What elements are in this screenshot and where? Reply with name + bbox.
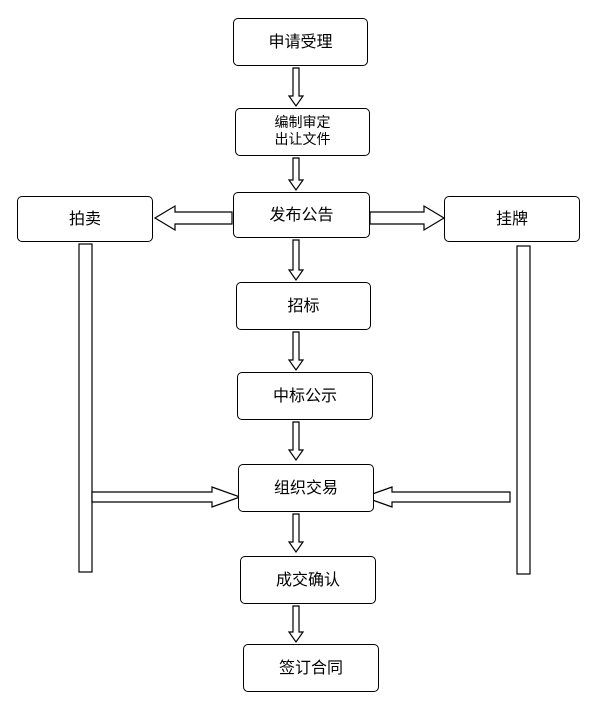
node-deal-confirm: 成交确认 [240, 556, 376, 604]
node-auction-label: 拍卖 [68, 209, 101, 228]
node-listing: 挂牌 [444, 196, 580, 242]
arrow-listing-to-organize [362, 486, 511, 508]
arrow-organize-to-confirm [287, 513, 305, 554]
node-publish-announcement: 发布公告 [233, 192, 370, 238]
arrow-notice-to-organize [287, 421, 305, 462]
node-winner-notice: 中标公示 [237, 372, 373, 420]
node-sign-contract: 签订合同 [243, 644, 379, 692]
arrow-tender-to-notice [287, 331, 305, 372]
arrow-announce-to-tender [287, 239, 305, 282]
node-organize-trade-label: 组织交易 [273, 478, 338, 497]
arrow-announce-to-listing [369, 204, 446, 232]
arrow-accept-to-prepare [287, 67, 305, 108]
listing-bar [516, 245, 531, 575]
node-auction: 拍卖 [17, 196, 153, 242]
node-application-accept: 申请受理 [233, 18, 368, 66]
node-prepare-documents: 编制审定 出让文件 [235, 108, 370, 156]
node-sign-contract-label: 签订合同 [278, 658, 343, 677]
arrow-auction-to-organize [91, 486, 242, 508]
node-deal-confirm-label: 成交确认 [275, 570, 340, 589]
node-application-accept-label: 申请受理 [268, 32, 333, 51]
node-organize-trade: 组织交易 [238, 464, 374, 512]
node-publish-announcement-label: 发布公告 [269, 205, 334, 224]
auction-bar [78, 243, 93, 573]
node-tender-label: 招标 [287, 296, 320, 315]
arrow-announce-to-auction [153, 204, 233, 232]
arrow-prepare-to-announce [287, 157, 305, 192]
node-listing-label: 挂牌 [495, 209, 528, 228]
arrow-confirm-to-contract [287, 605, 305, 644]
node-tender: 招标 [236, 282, 371, 330]
node-prepare-documents-label: 编制审定 出让文件 [274, 114, 331, 149]
node-winner-notice-label: 中标公示 [272, 386, 337, 405]
